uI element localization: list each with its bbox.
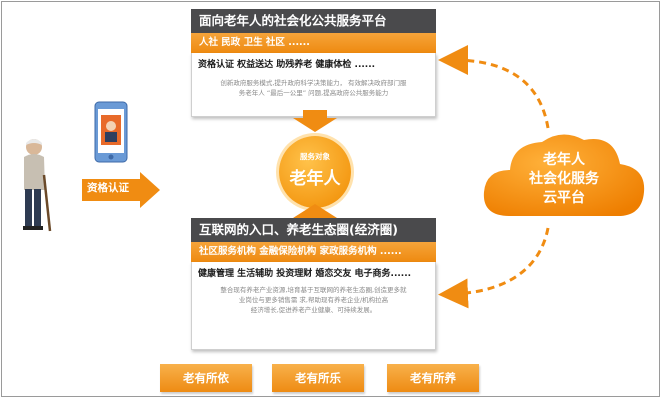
qualification-arrow-icon	[82, 172, 160, 208]
internet-ecosystem-panel: 互联网的入口、养老生态圈(经济圈) 社区服务机构 金融保险机构 家政服务机构 .…	[191, 218, 436, 350]
bottom-panel-description-line1: 整合现有养老产业资源,培育基于互联网的养老生态圈,创造更多就	[220, 286, 407, 294]
cloud-line2: 社会化服务	[529, 171, 599, 187]
bottom-panel-description-line3: 经济增长,促进养老产业健康、可持续发展。	[250, 306, 377, 314]
bottom-panel-body: 健康管理 生活辅助 投资理财 婚恋交友 电子商务...... 整合现有养老产业资…	[191, 262, 436, 350]
elderly-label: 老年人	[289, 169, 341, 189]
bottom-button-reliance: 老有所依	[160, 364, 252, 392]
top-panel-description-line1: 创新政府服务模式,提升政府科学决策能力， 有效解决政府部门服	[220, 79, 407, 87]
service-target-label: 服务对象	[300, 152, 330, 161]
top-panel-title: 面向老年人的社会化公共服务平台	[191, 9, 436, 33]
top-panel-subtitle: 人社 民政 卫生 社区 ......	[191, 33, 436, 53]
phone-icon	[94, 101, 128, 163]
top-panel-description-line2: 务老年人 “最后一公里” 问题,提高政府公共服务能力	[238, 89, 389, 97]
bottom-panel-title: 互联网的入口、养老生态圈(经济圈)	[191, 218, 436, 242]
bottom-panel-description: 整合现有养老产业资源,培育基于互联网的养老生态圈,创造更多就 业岗位与更多销售需…	[198, 285, 429, 315]
bottom-panel-services: 健康管理 生活辅助 投资理财 婚恋交友 电子商务......	[198, 269, 412, 279]
bottom-panel-subtitle: 社区服务机构 金融保险机构 家政服务机构 ......	[191, 242, 436, 262]
public-service-platform-panel: 面向老年人的社会化公共服务平台 人社 民政 卫生 社区 ...... 资格认证 …	[191, 9, 436, 117]
bottom-button-care: 老有所养	[387, 364, 479, 392]
service-target-circle: 服务对象 老年人	[279, 136, 351, 208]
elderly-man-icon	[23, 139, 52, 232]
down-arrow-icon	[293, 110, 337, 132]
qualification-label: 资格认证	[87, 182, 129, 194]
bottom-panel-description-line2: 业岗位与更多销售需 求,帮助现有养老企业/机构拉高	[238, 296, 389, 304]
cloud-line1: 老年人	[543, 152, 585, 168]
cloud-platform-text: 老年人 社会化服务 云平台	[497, 151, 631, 208]
top-panel-description: 创新政府服务模式,提升政府科学决策能力， 有效解决政府部门服 务老年人 “最后一…	[198, 78, 429, 98]
top-panel-body: 资格认证 权益送达 助残养老 健康体检 ...... 创新政府服务模式,提升政府…	[191, 53, 436, 117]
cloud-line3: 云平台	[543, 190, 585, 206]
top-panel-services: 资格认证 权益送达 助残养老 健康体检 ......	[198, 60, 376, 70]
cloud-icon	[483, 134, 645, 216]
bottom-button-joy: 老有所乐	[272, 364, 364, 392]
